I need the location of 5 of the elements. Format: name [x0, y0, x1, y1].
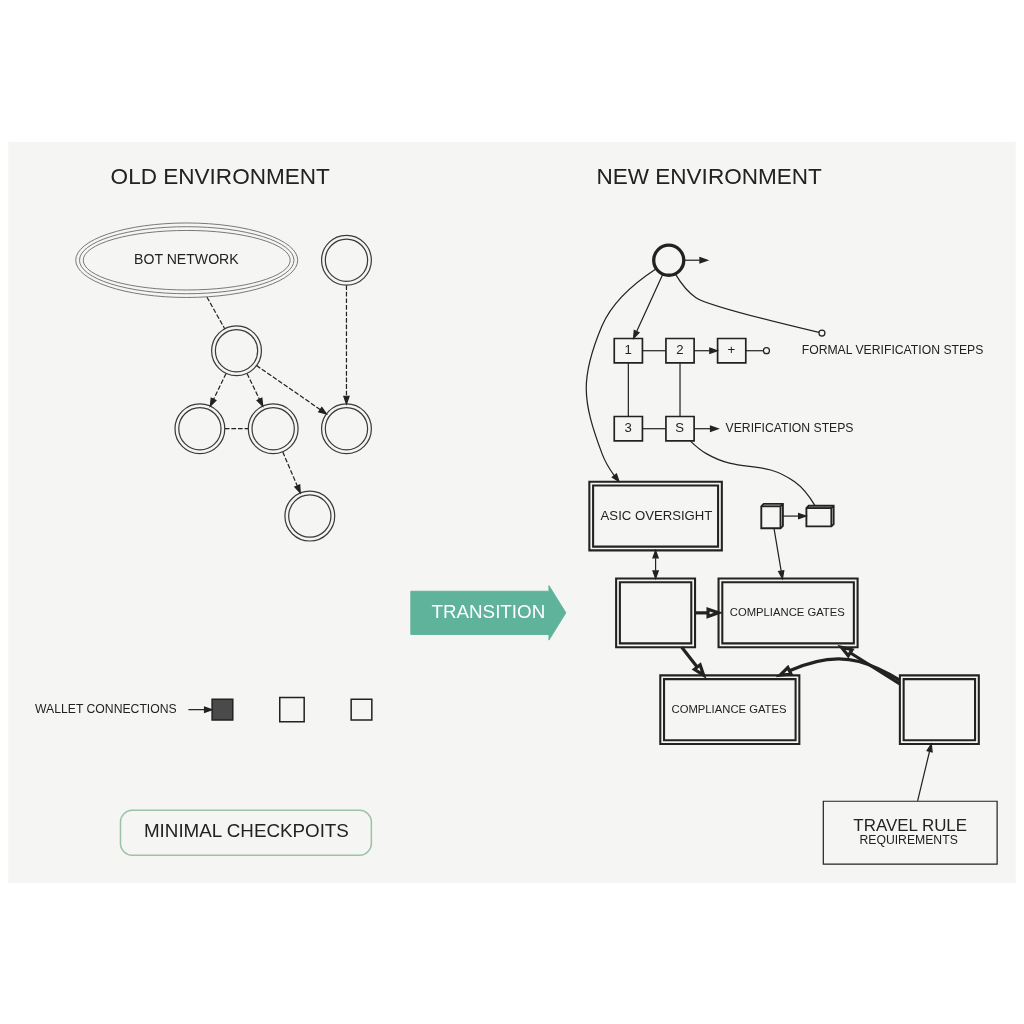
label: OLD ENVIRONMENT [110, 163, 330, 189]
node-text: VERIFICATION STEPS [725, 420, 854, 435]
node-text: FORMAL VERIFICATION STEPS [801, 342, 984, 357]
label: NEW ENVIRONMENT [596, 163, 822, 189]
node-text: WALLET CONNECTIONS [34, 701, 177, 716]
